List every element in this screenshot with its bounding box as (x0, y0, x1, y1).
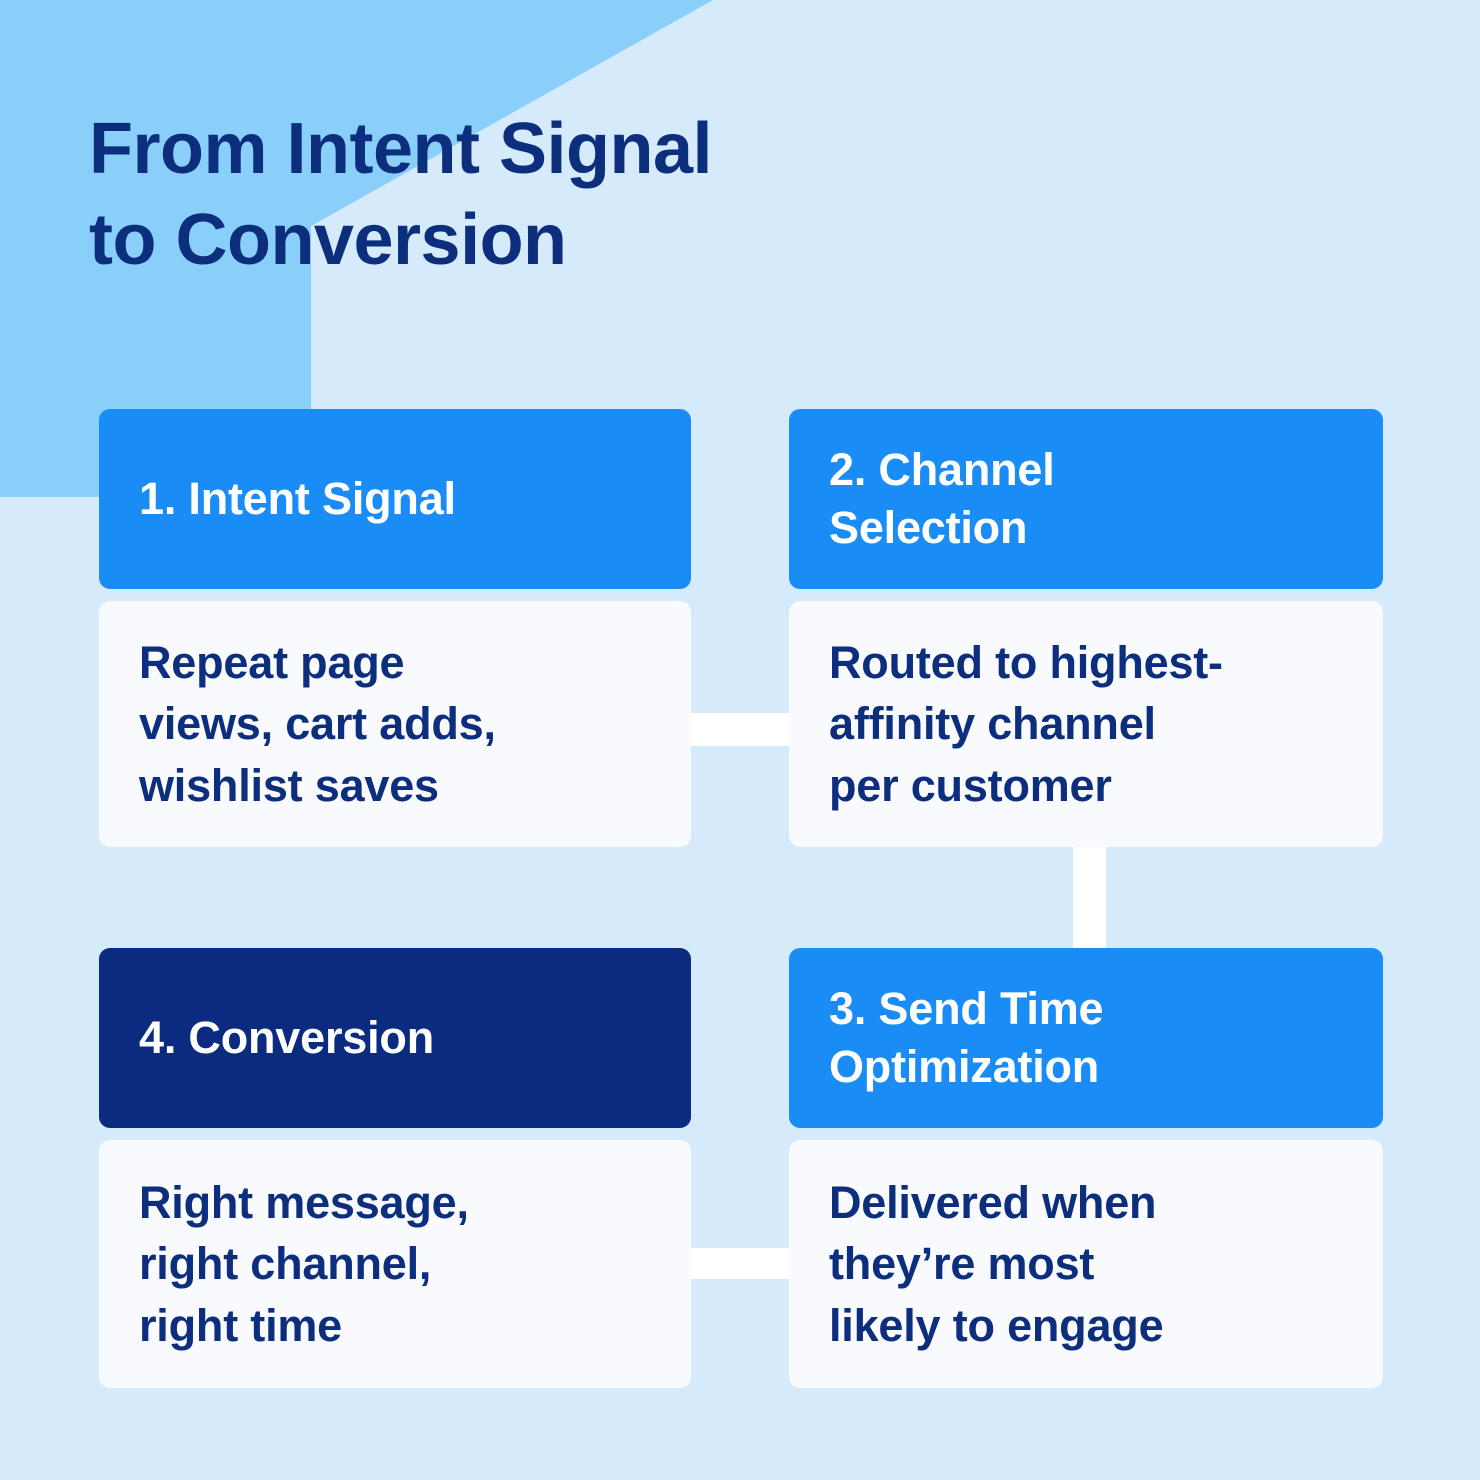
step-card-body-4: Right message, right channel, right time (99, 1140, 691, 1388)
step-card-header-2: 2. Channel Selection (789, 409, 1383, 589)
connector-step1-to-step2 (691, 713, 790, 746)
step-card-header-1: 1. Intent Signal (99, 409, 691, 589)
step-card-intent-signal: 1. Intent Signal Repeat page views, cart… (99, 409, 691, 847)
step-card-body-3: Delivered when they’re most likely to en… (789, 1140, 1383, 1388)
page-title: From Intent Signal to Conversion (89, 109, 713, 280)
connector-step3-to-step4 (691, 1248, 790, 1279)
step-card-body-2: Routed to highest- affinity channel per … (789, 601, 1383, 847)
step-card-conversion: 4. Conversion Right message, right chann… (99, 948, 691, 1388)
step-card-header-3: 3. Send Time Optimization (789, 948, 1383, 1128)
step-card-header-4: 4. Conversion (99, 948, 691, 1128)
step-card-send-time-optimization: 3. Send Time Optimization Delivered when… (789, 948, 1383, 1388)
step-card-body-1: Repeat page views, cart adds, wishlist s… (99, 601, 691, 847)
step-card-channel-selection: 2. Channel Selection Routed to highest- … (789, 409, 1383, 847)
connector-step2-to-step3 (1073, 845, 1106, 948)
